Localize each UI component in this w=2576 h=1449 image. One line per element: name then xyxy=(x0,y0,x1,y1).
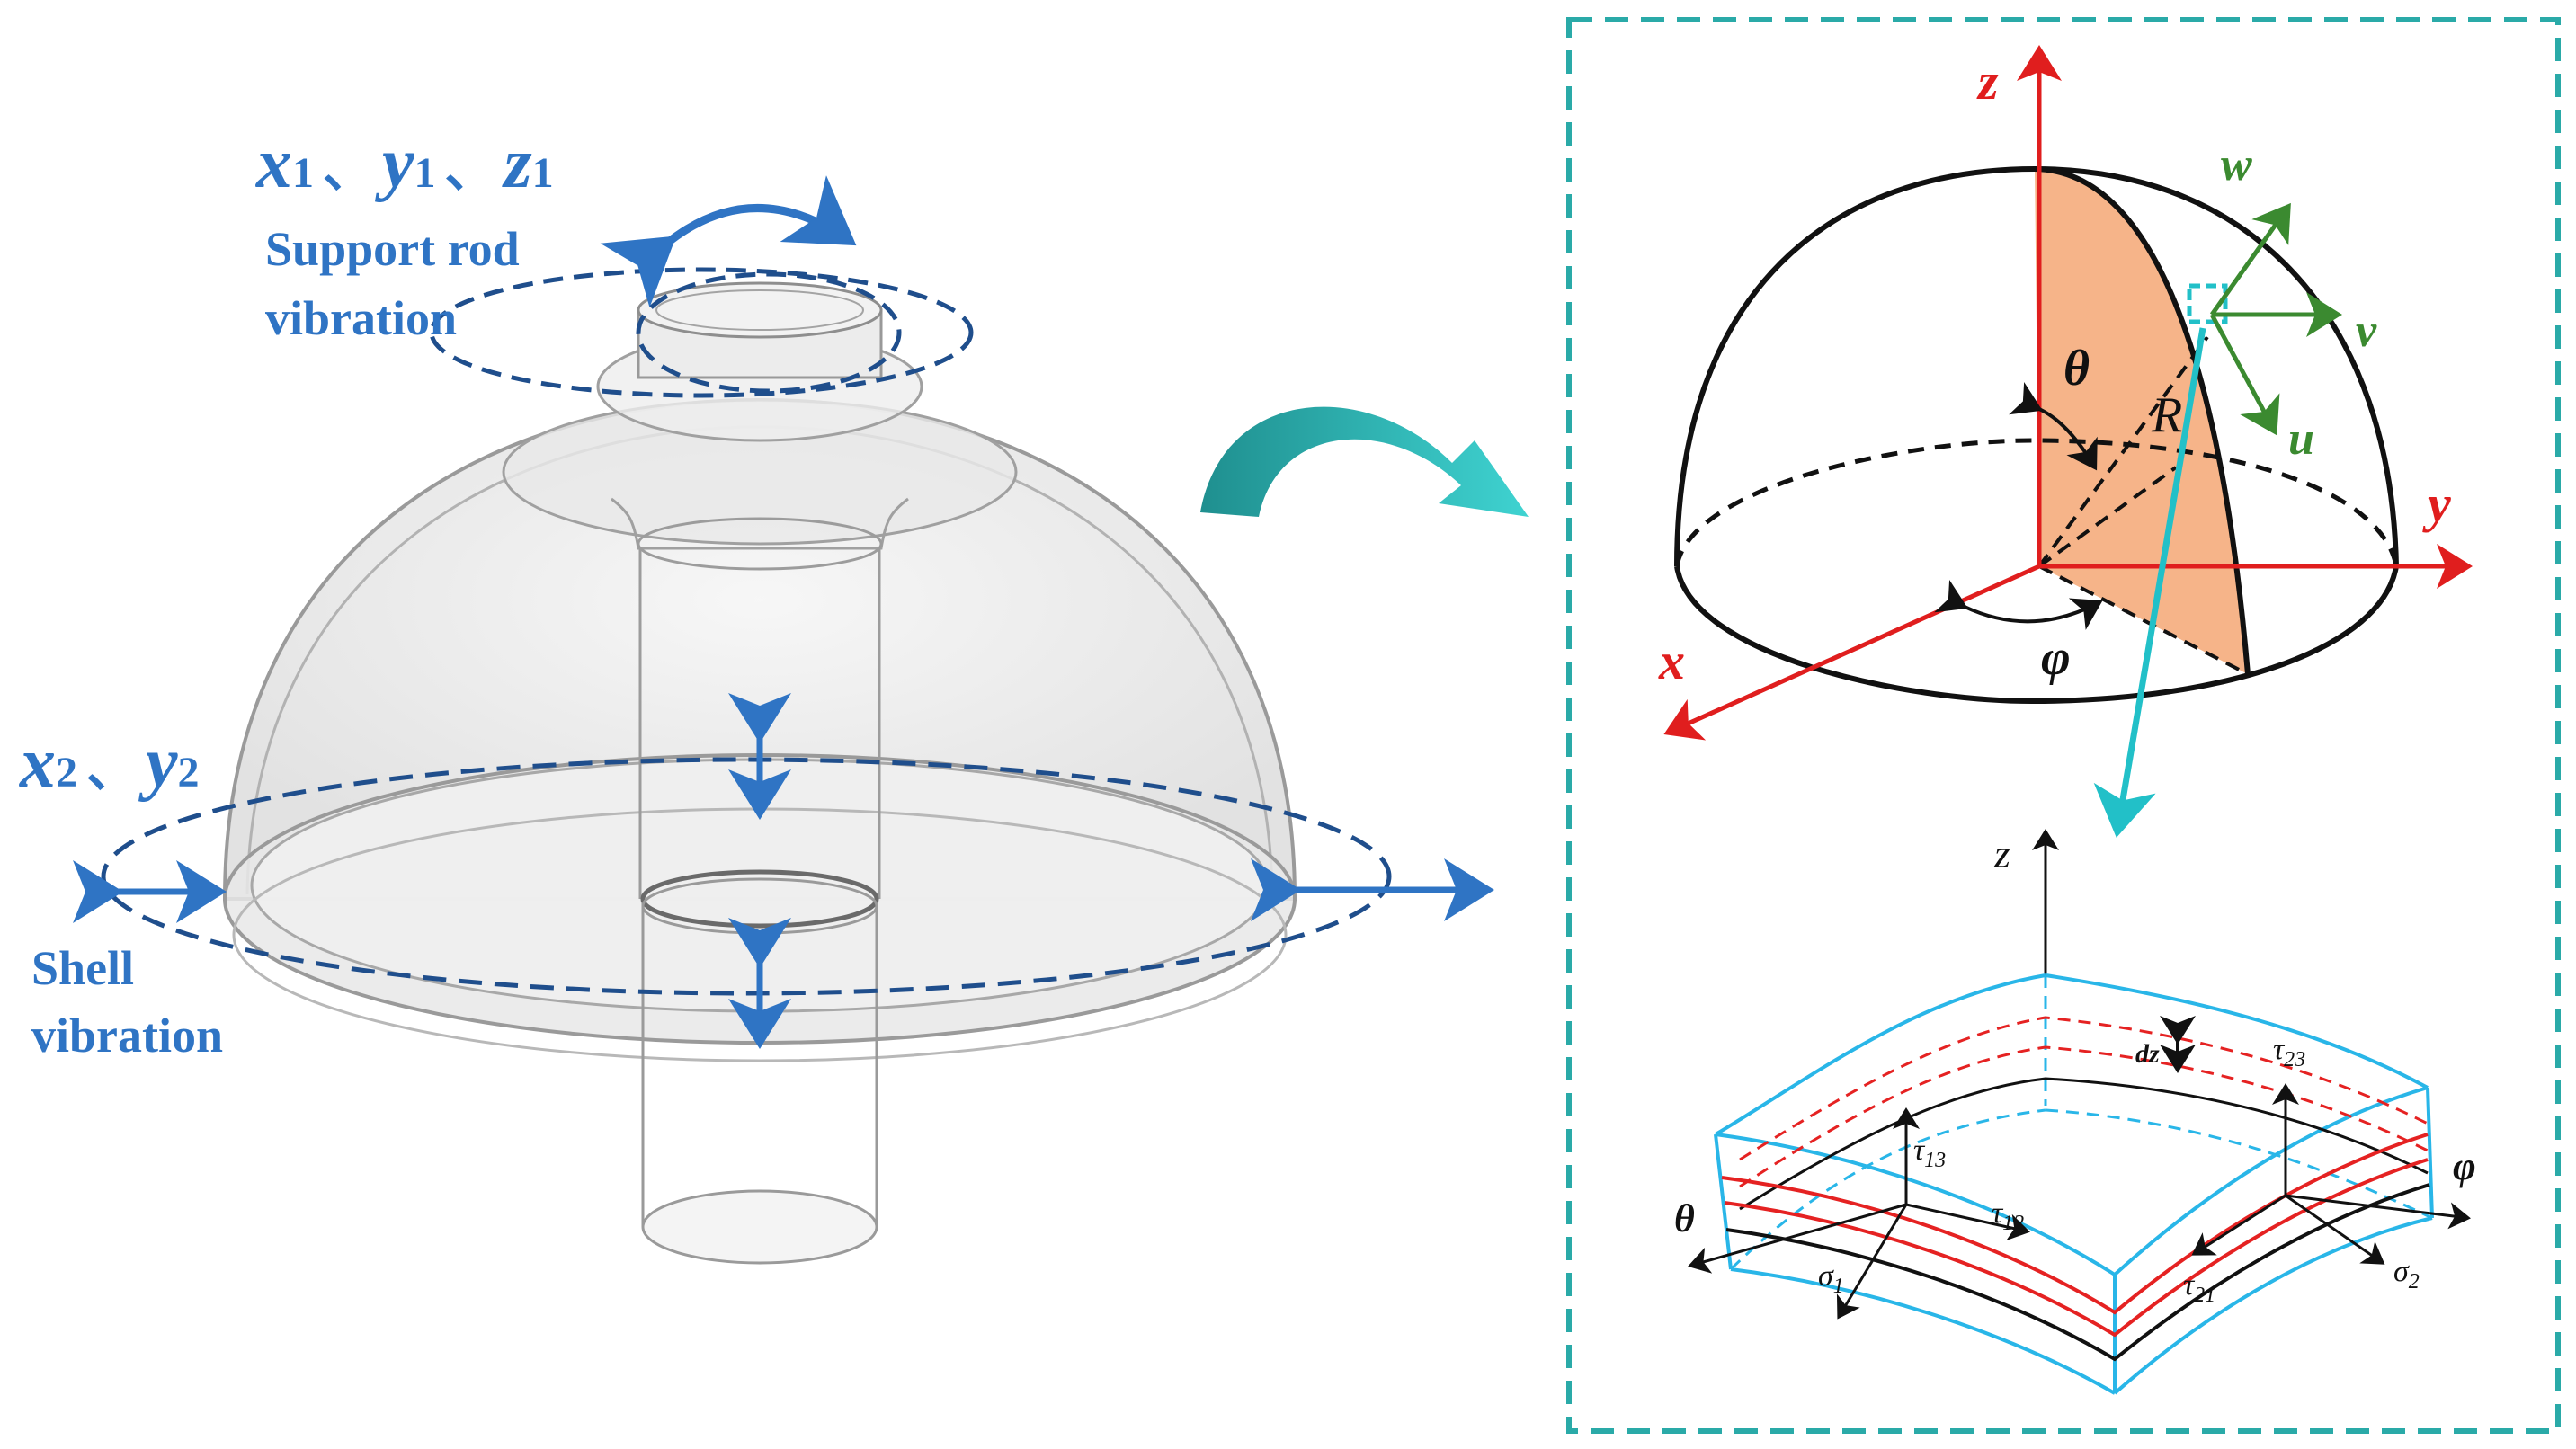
shell-label-line1: Shell xyxy=(31,941,134,995)
radius-line xyxy=(2037,335,2209,568)
dz-label: dz xyxy=(2135,1039,2160,1069)
shell-element-diagram: z dz xyxy=(1674,829,2476,1395)
w-label: w xyxy=(2221,139,2252,191)
meridian-curve xyxy=(2034,166,2251,675)
theta-label: θ xyxy=(2063,341,2090,396)
transition-arrow xyxy=(1200,406,1529,517)
meridian-section xyxy=(2035,169,2248,674)
v-label: v xyxy=(2356,306,2377,357)
sigma-2-label: σ2 xyxy=(2393,1255,2420,1293)
u-label: u xyxy=(2288,413,2314,465)
support-rod-coordinates: x1、y1、z1 xyxy=(255,124,554,203)
x-axis xyxy=(1663,564,2041,741)
shell-coordinates: x2、y2 xyxy=(19,724,200,803)
equator-front xyxy=(1674,565,2399,705)
radius-label: R xyxy=(2151,387,2182,443)
shell-label-line2: vibration xyxy=(31,1009,223,1062)
support-rod-label-line2: vibration xyxy=(265,291,457,345)
element-top-back-left xyxy=(1714,973,2046,1136)
element-phi-label: φ xyxy=(2453,1144,2476,1188)
hemisphere-diagram: z y x θ φ R w v u xyxy=(1658,45,2473,838)
tau-21-label: τ21 xyxy=(2183,1268,2215,1307)
stem-bottom xyxy=(641,1189,878,1265)
surface-element xyxy=(2187,283,2228,324)
detail-frame xyxy=(1566,17,2561,1434)
y-axis-label: y xyxy=(2422,475,2451,533)
rotation-arrow xyxy=(600,175,857,308)
tau-12-label: τ12 xyxy=(1992,1196,2024,1235)
inner-tube-flare xyxy=(611,497,909,550)
phi-arc xyxy=(1934,580,2103,630)
element-z-label: z xyxy=(1993,831,2010,876)
w-vector xyxy=(2209,202,2291,316)
support-rod-label-line1: Support rod xyxy=(265,222,520,276)
phi-label: φ xyxy=(2041,630,2071,686)
u-vector xyxy=(2209,313,2280,436)
theta-arc xyxy=(2009,381,2098,471)
zoom-line xyxy=(2093,327,2206,838)
element-theta-label: θ xyxy=(1674,1196,1695,1240)
z-axis-label: z xyxy=(1976,52,1999,111)
x-axis-label: x xyxy=(1658,632,1685,690)
element-top-back-right xyxy=(2045,973,2429,1089)
sigma-1-label: σ1 xyxy=(1818,1259,1844,1298)
resonator-drawing xyxy=(222,281,1297,1265)
tau-13-label: τ13 xyxy=(1913,1133,1946,1172)
tau-23-label: τ23 xyxy=(2273,1033,2305,1071)
